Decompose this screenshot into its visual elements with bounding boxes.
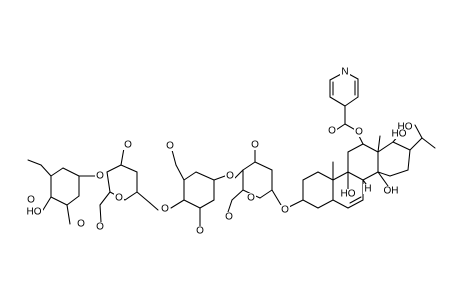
atom-o11: O [281, 205, 289, 216]
atom-o3: O [124, 140, 132, 151]
atom-h: H [364, 184, 371, 195]
atom-o16: O [247, 193, 255, 204]
atom-o5: O [161, 204, 169, 215]
atom-o8: O [226, 171, 234, 182]
sugar-ring-4 [227, 147, 282, 213]
atom-o2: O [77, 219, 85, 230]
atom-ho-2: HO [341, 189, 356, 200]
atom-o1: O [96, 171, 104, 182]
sugar-ring-1 [27, 159, 97, 225]
atom-o9: O [251, 140, 259, 151]
atom-o13: O [328, 126, 336, 137]
steroid-core [288, 124, 436, 209]
sugar-ring-3 [170, 149, 226, 227]
atom-o7: O [196, 226, 204, 237]
atom-o14: O [27, 195, 35, 206]
atom-oh-3: OH [384, 186, 399, 197]
atom-ho-4: HO [398, 122, 413, 133]
atom-labels: O O O O O O O O O O O O O O O O HO HO [25, 67, 414, 237]
atom-o4: O [96, 222, 104, 233]
atom-n: N [341, 67, 348, 78]
atom-o15: O [115, 193, 123, 204]
nicotinate-group [329, 72, 360, 133]
atom-o10: O [225, 212, 233, 223]
atom-o12: O [355, 127, 363, 138]
atom-ho-5: HO [392, 129, 407, 140]
atom-o6: O [166, 141, 174, 152]
sugar-ring-2 [99, 147, 159, 223]
atom-ho-1: HO [27, 207, 42, 218]
